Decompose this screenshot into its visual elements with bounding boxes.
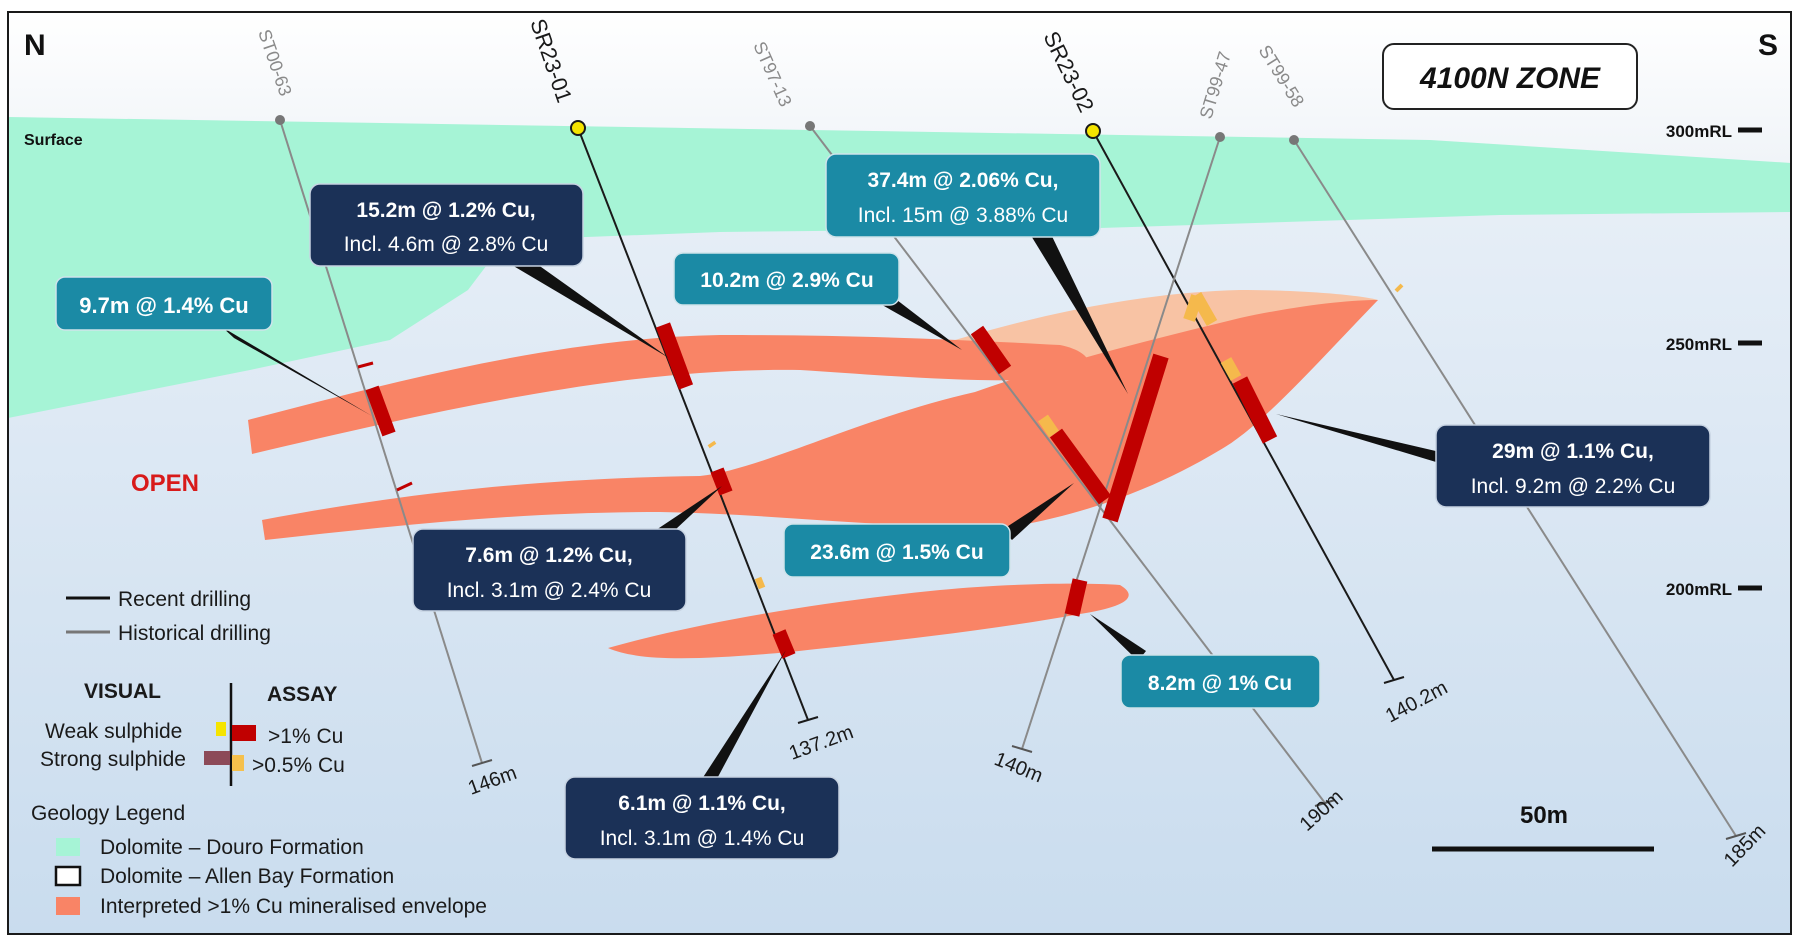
svg-text:Incl. 9.2m @ 2.2% Cu: Incl. 9.2m @ 2.2% Cu bbox=[1471, 475, 1676, 498]
svg-text:8.2m @ 1% Cu: 8.2m @ 1% Cu bbox=[1148, 672, 1292, 695]
svg-text:29m @ 1.1% Cu,: 29m @ 1.1% Cu, bbox=[1492, 440, 1654, 463]
north-label: N bbox=[24, 29, 46, 62]
svg-text:Dolomite – Allen Bay Formation: Dolomite – Allen Bay Formation bbox=[100, 865, 394, 888]
svg-text:Interpreted >1% Cu mineralised: Interpreted >1% Cu mineralised envelope bbox=[100, 895, 487, 918]
collar-st99-58 bbox=[1289, 135, 1299, 145]
geology-legend: Geology Legend Dolomite – Douro Formatio… bbox=[31, 802, 487, 918]
svg-text:Incl. 3.1m @ 2.4% Cu: Incl. 3.1m @ 2.4% Cu bbox=[447, 579, 652, 602]
svg-text:23.6m @ 1.5% Cu: 23.6m @ 1.5% Cu bbox=[810, 541, 983, 564]
svg-text:Geology Legend: Geology Legend bbox=[31, 802, 185, 825]
collar-st00-63 bbox=[275, 115, 285, 125]
scale-bar-label: 50m bbox=[1520, 802, 1568, 829]
south-label: S bbox=[1758, 29, 1778, 62]
zone-title: 4100N ZONE bbox=[1419, 62, 1601, 95]
hole-sr23-01 bbox=[577, 127, 809, 721]
svg-text:Incl. 3.1m @ 1.4% Cu: Incl. 3.1m @ 1.4% Cu bbox=[600, 827, 805, 850]
collar-st99-47 bbox=[1215, 132, 1225, 142]
svg-text:10.2m @ 2.9% Cu: 10.2m @ 2.9% Cu bbox=[700, 269, 873, 292]
rl-label-300: 300mRL bbox=[1666, 122, 1732, 141]
svg-text:Incl. 15m @ 3.88% Cu: Incl. 15m @ 3.88% Cu bbox=[858, 204, 1068, 227]
collar-st97-13 bbox=[805, 121, 815, 131]
assay-intervals bbox=[357, 283, 1404, 659]
collar-sr23-02 bbox=[1085, 123, 1101, 139]
open-label: OPEN bbox=[131, 470, 199, 497]
envelope-upper bbox=[248, 335, 1089, 454]
callout-pointers bbox=[222, 228, 1440, 788]
svg-text:9.7m @ 1.4% Cu: 9.7m @ 1.4% Cu bbox=[79, 293, 248, 318]
legend-historical: Historical drilling bbox=[118, 622, 271, 645]
hole-st99-47 bbox=[1021, 136, 1221, 750]
legend-recent: Recent drilling bbox=[118, 588, 251, 611]
intercept-callout-6: 7.6m @ 1.2% Cu, Incl. 3.1m @ 2.4% Cu bbox=[412, 528, 687, 612]
svg-text:Weak sulphide: Weak sulphide bbox=[45, 720, 182, 743]
svg-text:Incl. 4.6m @ 2.8% Cu: Incl. 4.6m @ 2.8% Cu bbox=[344, 233, 549, 256]
svg-text:6.1m @ 1.1% Cu,: 6.1m @ 1.1% Cu, bbox=[618, 792, 786, 815]
svg-text:VISUAL: VISUAL bbox=[84, 680, 161, 703]
svg-text:>1% Cu: >1% Cu bbox=[268, 725, 343, 748]
surface-label: Surface bbox=[24, 132, 83, 149]
svg-text:ASSAY: ASSAY bbox=[267, 683, 337, 706]
envelope-deep bbox=[608, 583, 1129, 659]
intercept-callout-5: 29m @ 1.1% Cu, Incl. 9.2m @ 2.2% Cu bbox=[1435, 424, 1711, 508]
intercept-callout-9: 6.1m @ 1.1% Cu, Incl. 3.1m @ 1.4% Cu bbox=[564, 776, 840, 860]
svg-text:7.6m @ 1.2% Cu,: 7.6m @ 1.2% Cu, bbox=[465, 544, 633, 567]
hole-sr23-02 bbox=[1092, 130, 1395, 681]
svg-text:37.4m @ 2.06% Cu,: 37.4m @ 2.06% Cu, bbox=[868, 169, 1059, 192]
intercept-callout-4: 10.2m @ 2.9% Cu bbox=[673, 252, 900, 306]
intercept-callout-1: 15.2m @ 1.2% Cu, Incl. 4.6m @ 2.8% Cu bbox=[309, 183, 584, 267]
svg-text:15.2m @ 1.2% Cu,: 15.2m @ 1.2% Cu, bbox=[356, 199, 535, 222]
svg-text:Dolomite – Douro Formation: Dolomite – Douro Formation bbox=[100, 836, 364, 859]
collar-sr23-01 bbox=[570, 120, 586, 136]
intercept-callout-7: 23.6m @ 1.5% Cu bbox=[783, 523, 1011, 578]
intercept-callout-2: 9.7m @ 1.4% Cu bbox=[55, 276, 273, 331]
visual-assay-legend: VISUAL ASSAY Weak sulphide >1% Cu Strong… bbox=[40, 680, 345, 786]
intercept-callout-3: 37.4m @ 2.06% Cu, Incl. 15m @ 3.88% Cu bbox=[825, 153, 1101, 238]
svg-text:>0.5% Cu: >0.5% Cu bbox=[252, 754, 345, 777]
rl-label-200: 200mRL bbox=[1666, 580, 1732, 599]
zone-title-box bbox=[1382, 43, 1638, 110]
rl-label-250: 250mRL bbox=[1666, 335, 1732, 354]
frame bbox=[7, 11, 1792, 935]
sky-area bbox=[8, 12, 1791, 163]
drilling-legend: Recent drilling Historical drilling bbox=[66, 588, 271, 645]
intercept-callout-8: 8.2m @ 1% Cu bbox=[1120, 654, 1321, 709]
svg-text:Strong sulphide: Strong sulphide bbox=[40, 748, 186, 771]
